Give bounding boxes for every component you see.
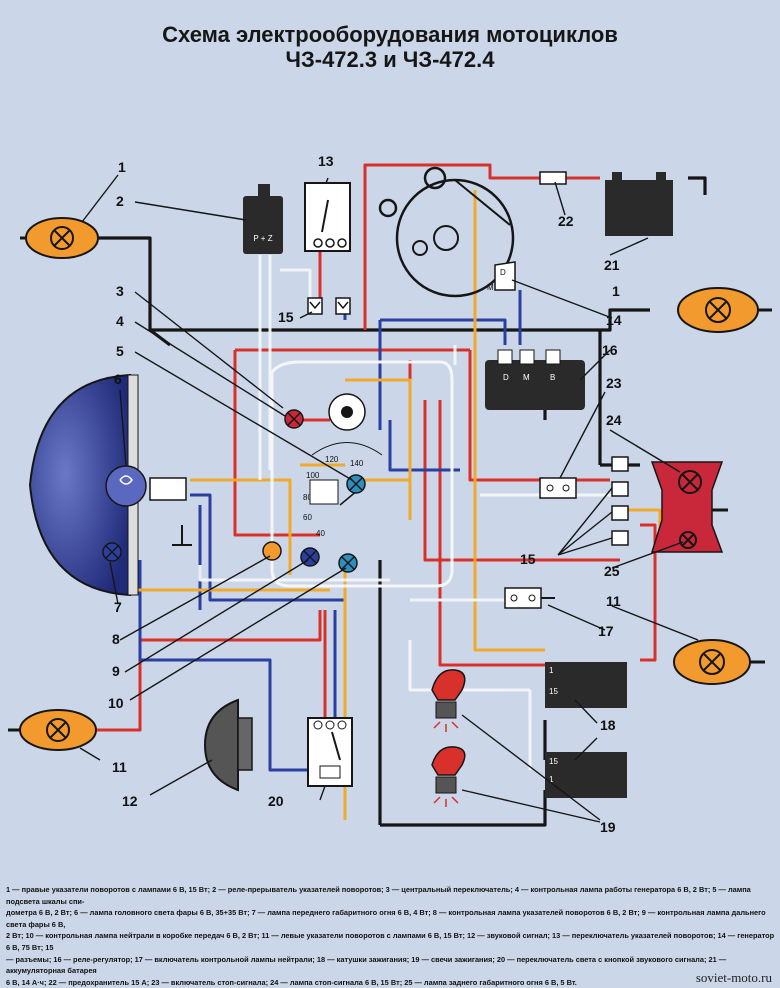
label-1-right: 1 xyxy=(612,283,620,299)
label-23: 23 xyxy=(606,375,622,391)
coil-terminal-1a: 1 xyxy=(549,666,554,675)
rear-left-turn-signal xyxy=(673,639,765,685)
right-front-turn-signal xyxy=(20,217,99,259)
watermark: soviet-moto.ru xyxy=(695,970,772,985)
connector-top xyxy=(307,297,351,315)
wire-blue xyxy=(138,290,522,772)
label-16: 16 xyxy=(602,342,618,358)
title-line-1: Схема электрооборудования мотоциклов xyxy=(162,22,618,47)
label-10: 10 xyxy=(108,695,124,711)
label-11-right: 11 xyxy=(606,593,621,609)
label-20: 20 xyxy=(268,793,284,809)
rear-right-turn-signal xyxy=(677,287,772,333)
label-17: 17 xyxy=(598,623,614,639)
speed-120: 120 xyxy=(325,455,339,464)
label-12: 12 xyxy=(122,793,138,809)
ignition-coils: 1 15 15 1 xyxy=(545,662,627,798)
speedometer-light xyxy=(346,474,366,494)
label-22: 22 xyxy=(558,213,574,229)
fuse xyxy=(539,171,567,185)
wire-yellow xyxy=(110,190,680,820)
label-19: 19 xyxy=(600,819,616,835)
legend-line: дометра 6 В, 2 Вт; 6 — лампа головного с… xyxy=(6,908,766,929)
legend-line: — разъемы; 16 — реле-регулятор; 17 — вкл… xyxy=(6,954,727,976)
spark-plugs xyxy=(431,669,466,807)
wire-red xyxy=(95,163,657,732)
label-21: 21 xyxy=(604,257,620,273)
parking-lamp xyxy=(102,542,122,562)
label-15-right: 15 xyxy=(520,551,536,567)
coil-terminal-15b: 15 xyxy=(549,757,558,766)
turn-signal-switch xyxy=(304,182,351,252)
generator-m-mark: M xyxy=(487,283,494,292)
relay-terminal-marks: P + Z xyxy=(253,234,272,243)
label-18: 18 xyxy=(600,717,616,733)
connectors-right xyxy=(611,456,629,546)
regulator-b-mark: B xyxy=(550,373,555,382)
light-switch xyxy=(307,717,353,787)
label-15-top: 15 xyxy=(278,309,294,325)
label-1-left: 1 xyxy=(118,159,126,175)
label-14: 14 xyxy=(606,312,622,328)
regulator-m-mark: M xyxy=(523,373,530,382)
regulator-d-mark: D xyxy=(503,373,509,382)
coil-terminal-15a: 15 xyxy=(549,687,558,696)
speed-80: 80 xyxy=(303,493,312,502)
label-6: 6 xyxy=(114,371,122,387)
label-13: 13 xyxy=(318,153,334,169)
generator-warning-lamp xyxy=(284,409,304,429)
label-3: 3 xyxy=(116,283,124,299)
horn xyxy=(203,698,253,792)
speed-60: 60 xyxy=(303,513,312,522)
label-4: 4 xyxy=(116,313,124,329)
high-beam-indicator-lamp xyxy=(338,553,358,573)
generator: D M xyxy=(378,166,516,298)
label-8: 8 xyxy=(112,631,120,647)
legend-line: 6 В, 14 А·ч; 22 — предохранитель 15 А; 2… xyxy=(6,977,577,987)
neutral-indicator-lamp xyxy=(262,541,282,561)
neutral-switch xyxy=(504,587,555,609)
legend-line: 1 — правые указатели поворотов с лампами… xyxy=(6,885,751,906)
legend: 1 — правые указатели поворотов с лампами… xyxy=(6,884,776,988)
label-5: 5 xyxy=(116,343,124,359)
label-25: 25 xyxy=(604,563,620,579)
title-line-2: ЧЗ-472.3 и ЧЗ-472.4 xyxy=(285,47,495,72)
label-9: 9 xyxy=(112,663,120,679)
generator-d-mark: D xyxy=(500,268,506,277)
speed-100: 100 xyxy=(306,471,320,480)
label-2: 2 xyxy=(116,193,124,209)
speed-40: 40 xyxy=(316,529,325,538)
battery xyxy=(605,172,673,236)
instrument-panel: 140 120 100 80 60 40 xyxy=(270,360,454,588)
stop-light-switch xyxy=(539,477,577,499)
speed-140: 140 xyxy=(350,459,364,468)
label-24: 24 xyxy=(606,412,622,428)
voltage-regulator: D M B xyxy=(485,349,585,410)
legend-line: 2 Вт; 10 — контрольная лампа нейтрали в … xyxy=(6,931,775,952)
front-left-turn-signal xyxy=(8,709,97,751)
turn-relay: P + Z xyxy=(243,184,283,254)
coil-terminal-1b: 1 xyxy=(549,775,554,784)
taillight xyxy=(650,461,728,553)
diagram-title: Схема электрооборудования мотоциклов ЧЗ-… xyxy=(0,22,780,72)
leader-lines xyxy=(79,174,699,823)
headlight xyxy=(28,373,192,597)
label-7: 7 xyxy=(114,599,122,615)
label-11-left: 11 xyxy=(112,759,127,775)
